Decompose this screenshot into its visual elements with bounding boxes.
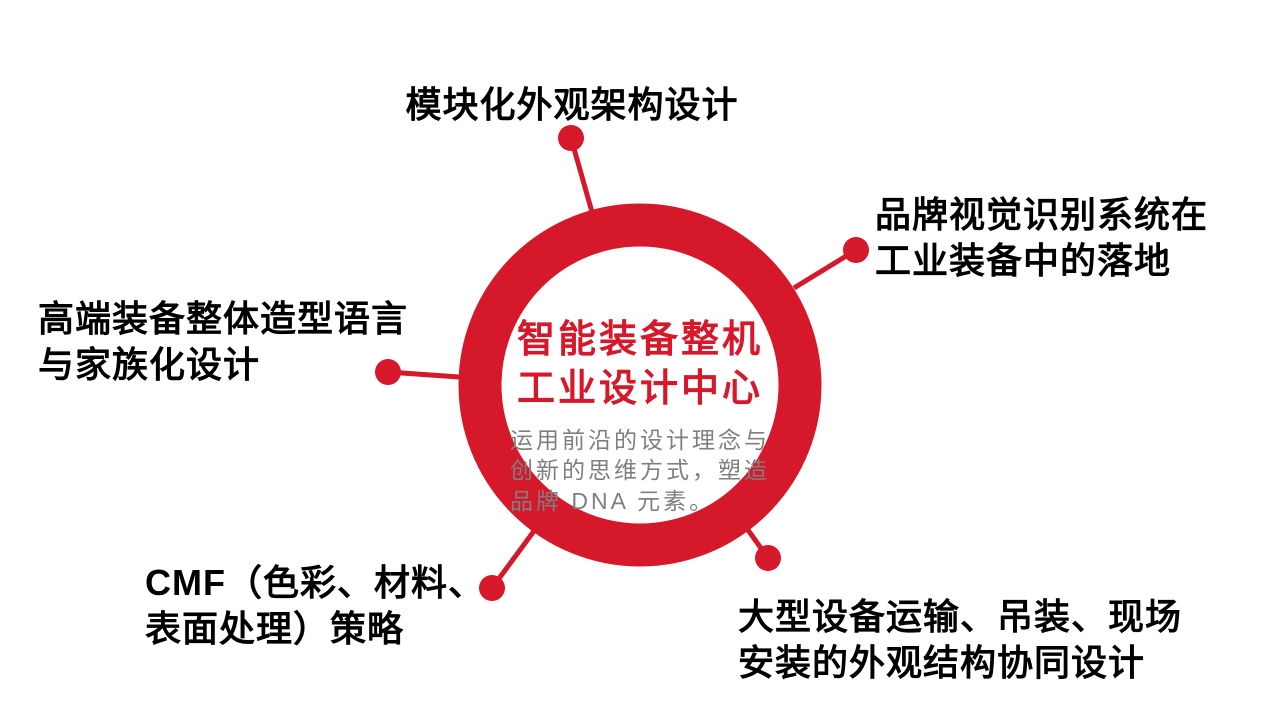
node-label-styling-language: 高端装备整体造型语言 与家族化设计 <box>38 298 409 386</box>
center-description: 运用前沿的设计理念与 创新的思维方式，塑造 品牌 DNA 元素。 <box>510 426 770 514</box>
node-dot-upper-right <box>843 237 869 263</box>
node-label-brand-visual-identity: 品牌视觉识别系统在 工业装备中的落地 <box>875 194 1209 282</box>
node-label-cmf-strategy: CMF（色彩、材料、 表面处理）策略 <box>145 562 485 650</box>
node-dot-lower-right <box>755 545 781 571</box>
node-label-modular-architecture: 模块化外观架构设计 <box>405 84 739 125</box>
node-dot-left <box>375 359 401 385</box>
center-text-block: 智能装备整机 工业设计中心 运用前沿的设计理念与 创新的思维方式，塑造 品牌 D… <box>490 316 790 516</box>
node-dot-top <box>558 125 584 151</box>
node-label-transport-structure: 大型设备运输、吊装、现场 安装的外观结构协同设计 <box>738 596 1183 684</box>
node-dot-lower-left <box>479 575 505 601</box>
center-ring <box>458 203 822 567</box>
center-title: 智能装备整机 工业设计中心 <box>516 319 763 411</box>
